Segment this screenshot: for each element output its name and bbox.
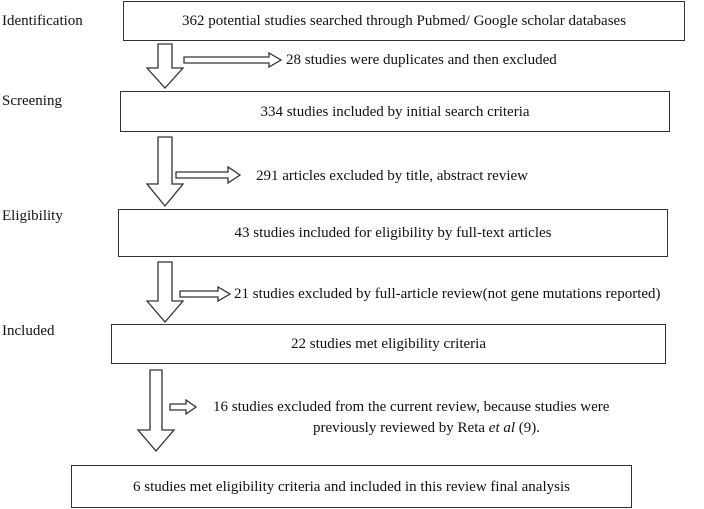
box-met-criteria: 22 studies met eligibility criteria [111, 324, 666, 364]
box-eligible: 43 studies included for eligibility by f… [118, 209, 668, 257]
down-arrow-icon [145, 261, 185, 323]
down-arrow-icon [136, 369, 176, 452]
exclusion-current-review-prefix: previously reviewed by Reta [313, 420, 489, 436]
right-arrow-icon [183, 51, 283, 69]
exclusion-title-abstract: 291 articles excluded by title, abstract… [256, 168, 528, 184]
exclusion-duplicates: 28 studies were duplicates and then excl… [286, 52, 557, 68]
box-identified-text: 362 potential studies searched through P… [181, 13, 627, 29]
exclusion-current-review-suffix: (9). [515, 420, 541, 436]
right-arrow-icon [175, 165, 242, 185]
down-arrow-icon [145, 43, 185, 89]
stage-label-included: Included [2, 323, 55, 339]
exclusion-current-review-line2: previously reviewed by Reta et al (9). [313, 418, 540, 438]
exclusion-current-review-italic: et al [488, 420, 516, 436]
box-identified: 362 potential studies searched through P… [123, 1, 685, 41]
box-final: 6 studies met eligibility criteria and i… [71, 465, 632, 508]
stage-label-identification: Identification [2, 13, 83, 29]
box-final-text: 6 studies met eligibility criteria and i… [133, 478, 570, 495]
box-met-criteria-text: 22 studies met eligibility criteria [291, 336, 486, 352]
box-eligible-text: 43 studies included for eligibility by f… [234, 225, 552, 241]
stage-label-screening: Screening [2, 93, 62, 109]
right-arrow-icon [169, 398, 198, 416]
down-arrow-icon [145, 136, 185, 208]
box-screened-text: 334 studies included by initial search c… [260, 103, 530, 120]
box-screened: 334 studies included by initial search c… [120, 91, 670, 132]
exclusion-full-article: 21 studies excluded by full-article revi… [234, 286, 661, 302]
exclusion-current-review-line1: 16 studies excluded from the current rev… [213, 399, 610, 415]
right-arrow-icon [179, 285, 232, 303]
stage-label-eligibility: Eligibility [2, 208, 63, 224]
